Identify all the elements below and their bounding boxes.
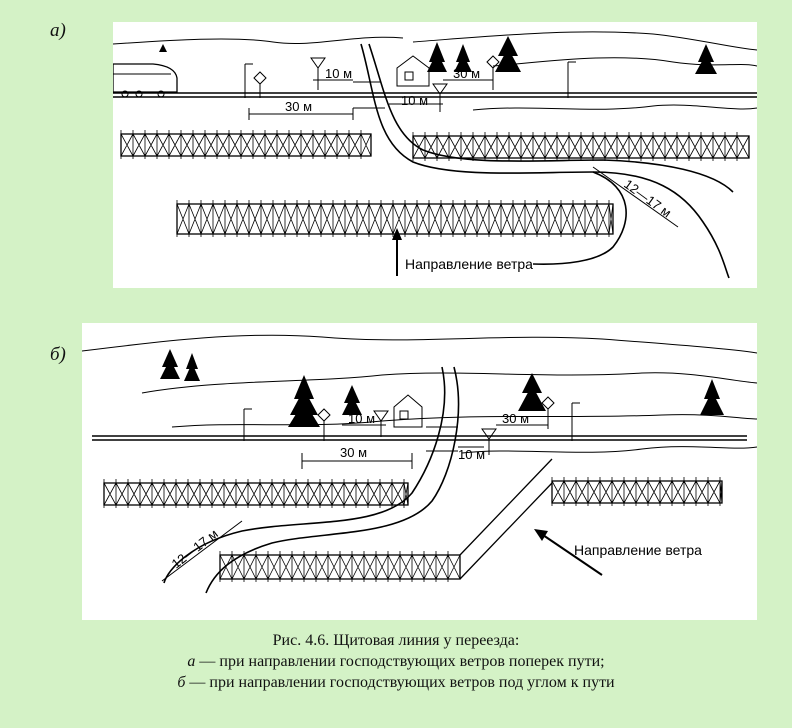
panel-a-fence-1: [120, 130, 372, 159]
panel-a-dim-12-17m: 12—17 м: [621, 176, 674, 220]
panel-a-fence-3: [176, 200, 614, 237]
caption-line-b-text: — при направлении господствующих ветров …: [185, 674, 615, 691]
panel-a-svg: 10 м 30 м 30 м 10 м 12—17 м Направление …: [113, 31, 757, 279]
panel-b-fence-2: [551, 477, 723, 506]
panel-a-drawing: 10 м 30 м 30 м 10 м 12—17 м Направление …: [113, 22, 757, 288]
panel-a-wind-label: Направление ветра: [405, 256, 533, 272]
panel-b-dim-30m-right: 30 м: [502, 411, 529, 426]
panel-a-dim-30m-left: 30 м: [285, 99, 312, 114]
panel-a-label: а): [50, 20, 66, 41]
panel-a-dim-10m-top: 10 м: [325, 66, 352, 81]
panel-a-fence-2: [412, 132, 750, 161]
panel-b-svg: 10 м 30 м 30 м 10 м 12—17 м Направление …: [82, 334, 757, 594]
panel-b-drawing: 10 м 30 м 30 м 10 м 12—17 м Направление …: [82, 323, 757, 620]
caption-line-a: а — при направлении господствующих ветро…: [0, 651, 792, 672]
caption-title: Рис. 4.6. Щитовая линия у переезда:: [272, 632, 520, 649]
panel-b-fence-3: [219, 551, 461, 582]
caption-line-a-text: — при направлении господствующих ветров …: [195, 653, 605, 670]
panel-b-fence-1: [103, 479, 409, 508]
caption-line-b: б — при направлении господствующих ветро…: [0, 672, 792, 693]
panel-b-dim-12-17m: 12—17 м: [169, 526, 221, 571]
panel-b-dim-30m-left: 30 м: [340, 445, 367, 460]
panel-b-label: б): [50, 344, 66, 365]
panel-a-dim-10m-bottom: 10 м: [401, 93, 428, 108]
panel-b-dim-10m-bottom: 10 м: [458, 447, 485, 462]
panel-b-dim-10m-top: 10 м: [348, 411, 375, 426]
panel-b-wind-label: Направление ветра: [574, 542, 702, 558]
caption-line-b-letter: б: [177, 674, 186, 691]
caption-line-a-letter: а: [187, 653, 196, 670]
panel-a-dim-30m-right: 30 м: [453, 66, 480, 81]
figure-caption: Рис. 4.6. Щитовая линия у переезда: а — …: [0, 630, 792, 693]
